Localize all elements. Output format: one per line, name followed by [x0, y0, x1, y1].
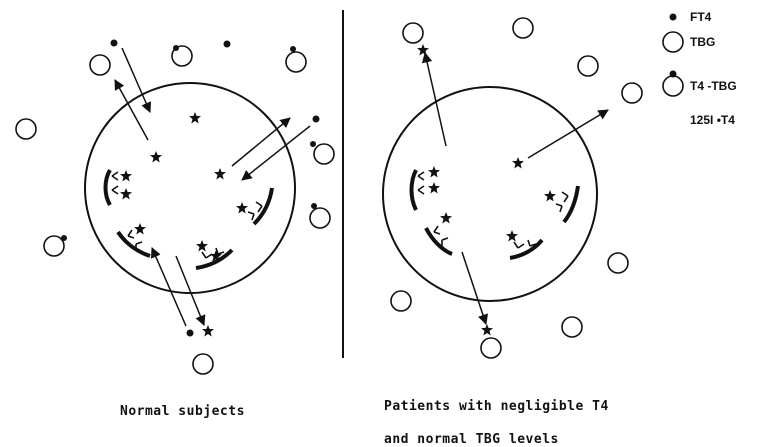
- caption-patients-line-1: Patients with negligible T4: [384, 399, 609, 414]
- receptor-cluster-bottom: [196, 240, 232, 268]
- labelled-t4-star: [150, 151, 162, 163]
- arrow: [462, 252, 486, 324]
- legend-label-ft4: FT4: [690, 10, 712, 24]
- legend-item-125i-t4: 125I •T4: [690, 113, 764, 174]
- arrow: [232, 118, 290, 166]
- legend-label-125i-t4: 125I •T4: [690, 113, 735, 127]
- tbg-ring: [310, 208, 330, 228]
- legend: FT4 TBG T4 -TBG 125I •T4: [663, 10, 764, 174]
- tbg-ring: [391, 291, 411, 311]
- tbg-ring: [193, 354, 213, 374]
- t4-on-tbg: [61, 235, 67, 241]
- labelled-t4-star: [512, 157, 524, 169]
- labelled-t4-star: [417, 44, 429, 56]
- panel-normal-subjects: [16, 40, 334, 375]
- labelled-t4-star: [214, 168, 226, 180]
- tbg-ring: [286, 52, 306, 72]
- receptor-cluster-right: [236, 188, 272, 224]
- legend-item-tbg: TBG: [663, 32, 715, 52]
- t4-on-tbg: [310, 141, 316, 147]
- tbg-ring: [403, 23, 423, 43]
- tbg-ring: [481, 338, 501, 358]
- receptor-cluster-bottom-left: [426, 212, 452, 254]
- tbg-ring: [314, 144, 334, 164]
- legend-item-t4-tbg: T4 -TBG: [663, 71, 737, 97]
- labelled-t4-star: [481, 324, 493, 336]
- labelled-t4-star: [202, 325, 214, 337]
- caption-patients-line-2: and normal TBG levels: [384, 432, 559, 447]
- legend-label-t4-tbg: T4 -TBG: [690, 79, 737, 93]
- arrow: [122, 48, 150, 112]
- legend-item-ft4: FT4: [670, 10, 712, 24]
- t4-on-tbg: [311, 203, 317, 209]
- tbg-ring: [90, 55, 110, 75]
- tbg-ring: [578, 56, 598, 76]
- receptor-cluster-bottom: [506, 230, 542, 258]
- legend-ring-dot-icon: [670, 71, 677, 78]
- labelled-t4-star: [189, 112, 201, 124]
- caption-normal-subjects: Normal subjects: [120, 404, 245, 419]
- arrow: [425, 53, 446, 146]
- cell-membrane: [85, 83, 295, 293]
- receptor-cluster-left: [412, 166, 441, 210]
- receptor-cluster-right: [544, 186, 578, 222]
- tbg-ring: [608, 253, 628, 273]
- ft4-dot: [187, 330, 194, 337]
- tbg-ring: [16, 119, 36, 139]
- legend-dot-icon: [670, 14, 677, 21]
- panel-patients: [383, 18, 642, 358]
- receptor-cluster-bottom-left: [118, 223, 150, 256]
- receptor-cluster-left: [106, 170, 133, 205]
- arrow: [528, 110, 608, 158]
- tbg-ring: [562, 317, 582, 337]
- tbg-ring: [44, 236, 64, 256]
- ft4-dot: [224, 41, 231, 48]
- legend-ring-icon: [663, 32, 683, 52]
- arrow: [242, 126, 310, 180]
- legend-ring-dot-icon: [663, 76, 683, 96]
- tbg-ring: [622, 83, 642, 103]
- t4-on-tbg: [290, 46, 296, 52]
- ft4-dot: [111, 40, 118, 47]
- tbg-ring: [513, 18, 533, 38]
- legend-label-tbg: TBG: [690, 35, 715, 49]
- ft4-dot: [313, 116, 320, 123]
- t4-on-tbg: [173, 45, 179, 51]
